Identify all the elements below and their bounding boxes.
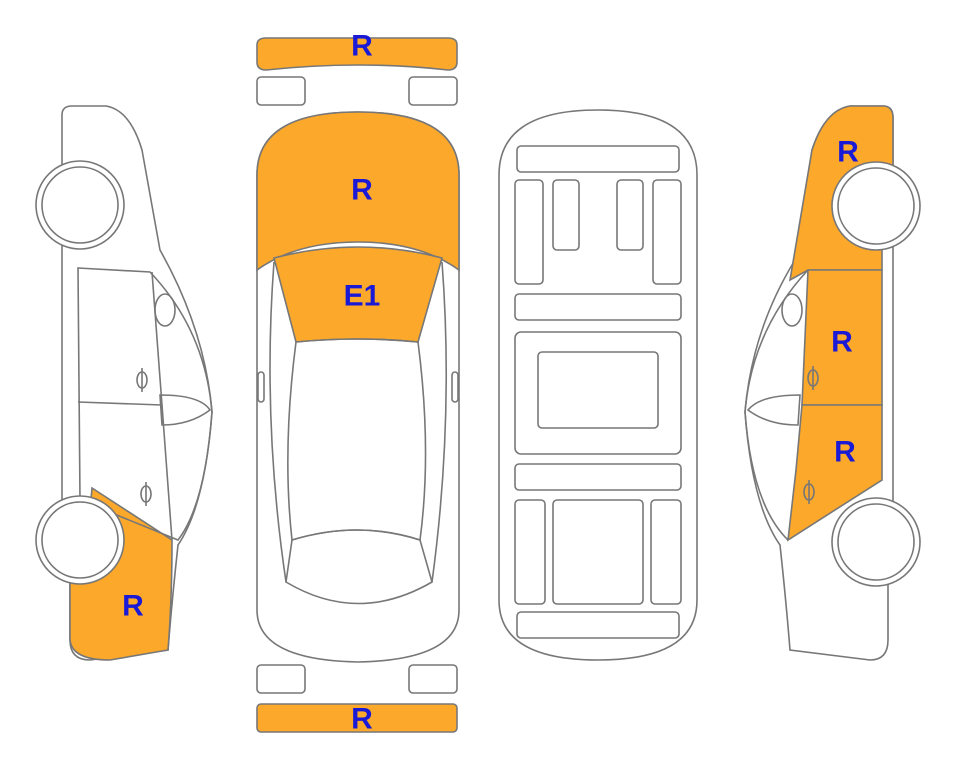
underside-center-frame [514, 331, 682, 455]
left-side-rear-handle [140, 482, 152, 506]
windshield-label: E1 [344, 280, 381, 313]
left-side-view: R [35, 105, 213, 661]
underside-rear-right-rail [650, 499, 682, 605]
front-right-light [408, 76, 458, 106]
right-side-window [746, 394, 801, 426]
right-side-view: R R R [744, 105, 921, 661]
underside-crossmember-rear [514, 463, 682, 491]
right-front-door-label: R [831, 326, 853, 359]
right-side-glass [431, 261, 448, 583]
rear-bumper-label: R [351, 703, 373, 736]
underside-view [498, 109, 698, 661]
right-side-cabin-outline [744, 269, 809, 541]
right-rear-door-label: R [834, 436, 856, 469]
right-mirror-top [451, 371, 459, 403]
right-front-fender-label: R [837, 136, 859, 169]
hood-label: R [351, 174, 373, 207]
underside-body [498, 109, 698, 661]
left-side-rear-wheel [35, 495, 125, 585]
left-side-glass [269, 261, 287, 583]
left-side-front-handle [136, 368, 148, 392]
underside-front-panel [516, 145, 680, 173]
rear-bumper [256, 703, 458, 733]
underside-rear-panel [516, 611, 680, 639]
underside-front-right-inner [616, 179, 644, 251]
left-side-door-split [77, 401, 163, 406]
left-side-mirror [154, 293, 176, 327]
front-bumper [256, 37, 458, 71]
right-side-rear-handle [803, 480, 815, 504]
right-side-front-handle [807, 366, 819, 390]
left-side-window [159, 394, 212, 426]
right-side-mirror [781, 293, 803, 327]
right-side-front-wheel [831, 161, 921, 251]
underside-rear-center [552, 499, 644, 605]
underside-front-left-rail [514, 179, 544, 285]
underside-front-left-inner [552, 179, 580, 251]
underside-front-right-rail [652, 179, 682, 285]
underside-crossmember-front [514, 293, 682, 321]
top-view: R R E1 R [256, 30, 460, 736]
right-rear-door [787, 404, 883, 542]
left-side-front-wheel [35, 160, 125, 250]
rear-left-light [256, 664, 306, 694]
front-bumper-label: R [351, 30, 373, 63]
left-mirror-top [257, 371, 265, 403]
left-side-cabin-outline [77, 267, 213, 541]
hood [256, 111, 460, 272]
underside-rear-left-rail [514, 499, 546, 605]
rear-window [285, 529, 433, 605]
left-rear-quarter-label: R [122, 590, 144, 623]
right-side-rear-wheel [831, 497, 921, 587]
rear-right-light [408, 664, 458, 694]
front-left-light [256, 76, 306, 106]
underside-center-panel [537, 351, 659, 429]
